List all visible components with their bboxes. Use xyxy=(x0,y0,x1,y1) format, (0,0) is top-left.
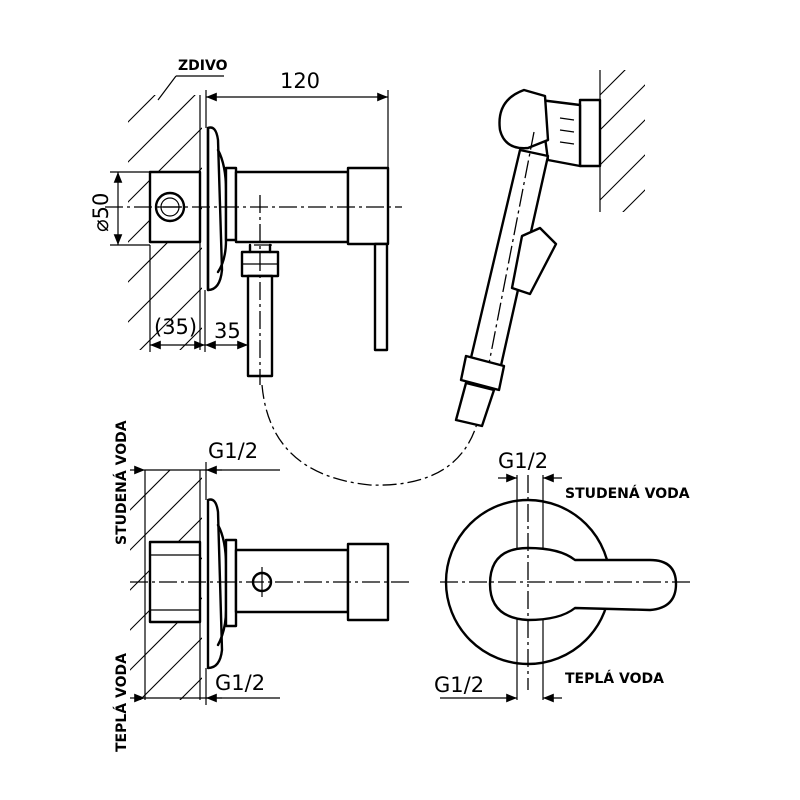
front-lever xyxy=(488,546,678,622)
wall-hatching-holder xyxy=(600,70,645,212)
shower-trigger xyxy=(510,226,558,296)
thread-top-right: G1/2 xyxy=(498,449,548,473)
thread-bottom-left: G1/2 xyxy=(215,671,265,695)
front-view: G1/2 STUDENÁ VODA G1/2 TEPLÁ VODA xyxy=(434,449,690,703)
hose-path xyxy=(261,384,479,486)
dim-width: 120 xyxy=(280,69,320,93)
thread-top-left: G1/2 xyxy=(208,439,258,463)
label-cold-left: STUDENÁ VODA xyxy=(113,420,130,545)
label-hot-left: TEPLÁ VODA xyxy=(113,653,130,752)
shower-head xyxy=(498,88,550,150)
thread-bottom-right: G1/2 xyxy=(434,673,484,697)
dim-depth-wall: (35) xyxy=(154,315,197,339)
cover-plate-bottom xyxy=(206,498,224,670)
hand-shower xyxy=(454,70,645,428)
cover-plate xyxy=(206,126,224,292)
label-hot-right: TEPLÁ VODA xyxy=(565,670,664,687)
dim-diameter: ⌀50 xyxy=(89,193,113,232)
side-view-bottom: G1/2 G1/2 STUDENÁ VODA TEPLÁ VODA xyxy=(113,420,412,752)
side-view-top: 120 ⌀50 (35) 35 ZDIVO xyxy=(89,58,402,385)
wall-hatching-top xyxy=(128,95,202,350)
label-wall: ZDIVO xyxy=(178,58,228,74)
label-cold-right: STUDENÁ VODA xyxy=(565,485,690,502)
lever-head xyxy=(346,166,390,246)
dim-depth: 35 xyxy=(214,319,241,343)
shower-nut xyxy=(459,354,506,392)
lever-handle xyxy=(373,242,389,352)
